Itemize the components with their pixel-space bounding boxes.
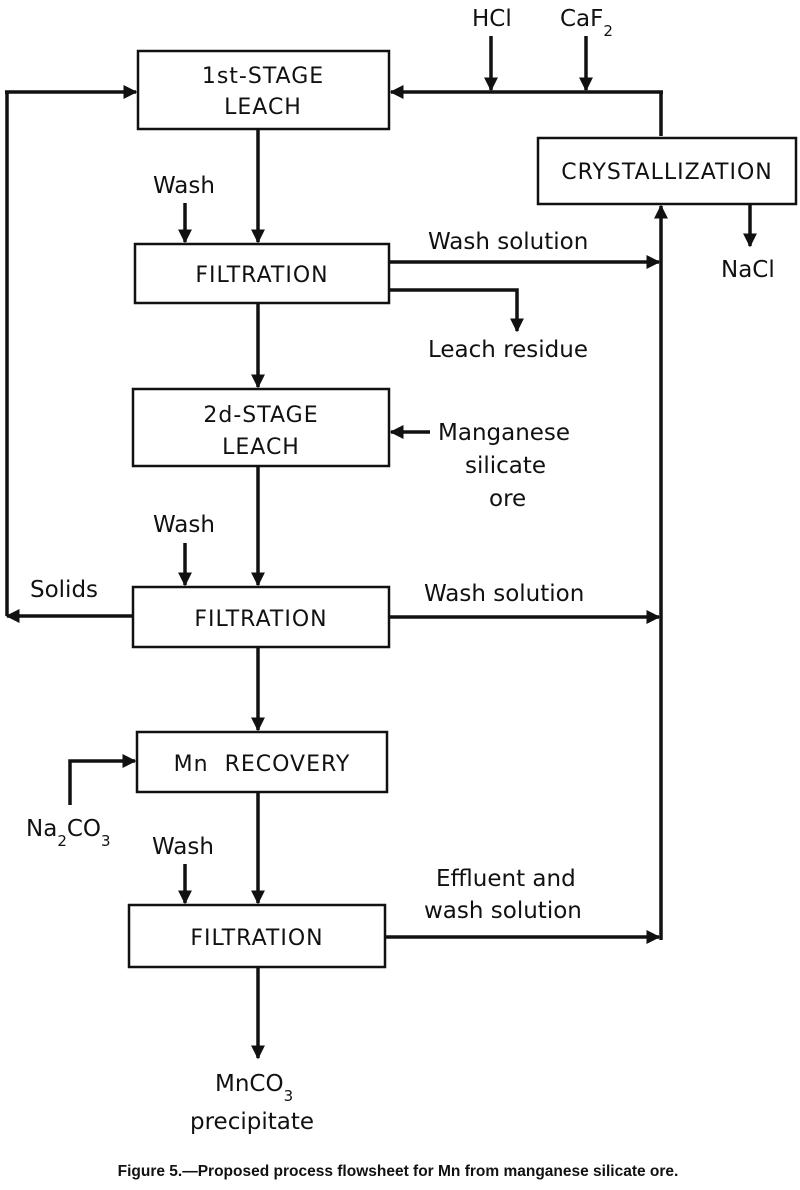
- arrow-na2co3-to-recovery: [68, 754, 137, 805]
- na2co3-sub-3: 3: [101, 832, 111, 850]
- caf2-subscript: 2: [603, 22, 613, 40]
- box-first-stage-leach: 1st-STAGE LEACH: [136, 49, 391, 131]
- wash-label-2: Wash: [153, 512, 215, 538]
- hcl-label: HCl: [472, 6, 512, 32]
- box-second-stage-leach-line2: LEACH: [222, 435, 300, 460]
- na2co3-na: Na: [26, 816, 57, 842]
- box-filtration-1: FILTRATION: [133, 242, 391, 305]
- ore-label-line1: Manganese: [438, 420, 570, 446]
- caf2-base: CaF: [560, 6, 603, 32]
- box-second-stage-leach-line1: 2d-STAGE: [203, 403, 318, 428]
- leach-residue-label: Leach residue: [428, 337, 588, 363]
- box-filtration-1-label: FILTRATION: [195, 263, 328, 288]
- box-mn-recovery-label: Mn RECOVERY: [174, 752, 351, 777]
- mnco3-subscript: 3: [284, 1087, 294, 1105]
- effluent-label-line2: wash solution: [424, 898, 582, 924]
- mnco3-label: MnCO3: [215, 1071, 293, 1105]
- figure-caption: Figure 5.—Proposed process flowsheet for…: [118, 1163, 679, 1180]
- box-filtration-3-label: FILTRATION: [190, 926, 323, 951]
- solids-label: Solids: [30, 577, 98, 603]
- mnco3-base: MnCO: [215, 1071, 284, 1097]
- box-first-stage-leach-line2: LEACH: [224, 95, 302, 120]
- box-filtration-2: FILTRATION: [131, 585, 391, 649]
- box-filtration-3: FILTRATION: [127, 903, 387, 969]
- wash-solution-label-2: Wash solution: [424, 581, 584, 607]
- arrow-leach-residue: [389, 288, 524, 333]
- wash-label-3: Wash: [152, 834, 214, 860]
- box-crystallization-label: CRYSTALLIZATION: [561, 160, 773, 185]
- wash-label-1: Wash: [153, 173, 215, 199]
- nacl-label: NaCl: [721, 257, 775, 283]
- box-first-stage-leach-line1: 1st-STAGE: [202, 64, 324, 89]
- box-crystallization: CRYSTALLIZATION: [536, 136, 798, 206]
- effluent-label-line1: Effluent and: [436, 866, 576, 892]
- ore-label-line2: silicate: [465, 453, 546, 479]
- ore-label-line3: ore: [489, 486, 526, 512]
- precipitate-label: precipitate: [190, 1109, 314, 1135]
- wash-solution-label-1: Wash solution: [428, 229, 588, 255]
- box-mn-recovery: Mn RECOVERY: [135, 730, 389, 794]
- na2co3-sub-2: 2: [57, 832, 67, 850]
- caf2-label: CaF2: [560, 6, 613, 40]
- box-second-stage-leach: 2d-STAGE LEACH: [131, 387, 391, 468]
- na2co3-label: Na2CO3: [26, 816, 111, 850]
- box-filtration-2-label: FILTRATION: [194, 607, 327, 632]
- na2co3-co: CO: [67, 816, 101, 842]
